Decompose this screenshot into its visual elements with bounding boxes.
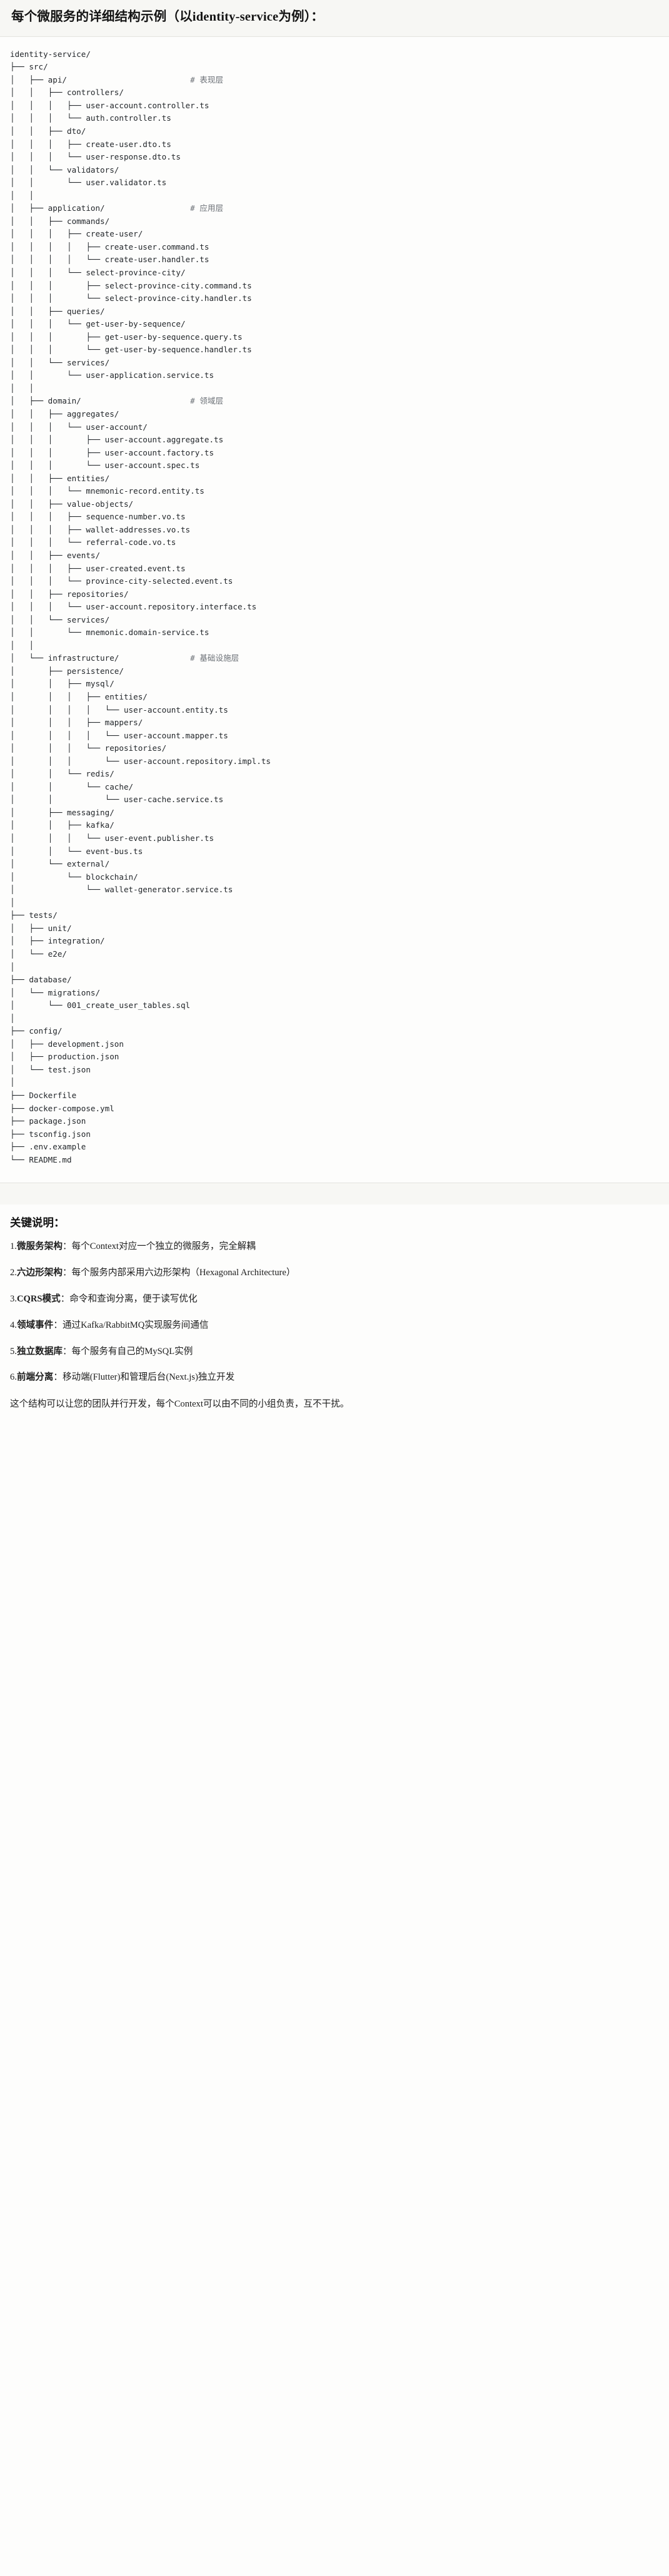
key-point-separator: ：: [53, 1372, 63, 1383]
key-point-item: 1.微服务架构：每个Context对应一个独立的微服务，完全解耦: [10, 1240, 659, 1254]
key-point-number: 6.: [10, 1372, 17, 1383]
page-title: 每个微服务的详细结构示例（以identity-service为例）：: [11, 10, 324, 24]
key-point-separator: ：: [60, 1293, 70, 1304]
key-point-term: 领域事件: [16, 1320, 54, 1330]
key-point-term: 六边形架构: [16, 1267, 63, 1278]
key-point-description: 移动端(Flutter)和管理后台(Next.js)独立开发: [62, 1372, 235, 1383]
closing-paragraph: 这个结构可以让您的团队并行开发，每个Context可以由不同的小组负责，互不干扰…: [10, 1399, 350, 1410]
key-point-separator: ：: [62, 1267, 72, 1278]
key-point-term: 独立数据库: [16, 1346, 63, 1357]
divider-band: [0, 1183, 669, 1205]
directory-tree-text: identity-service/ ├── src/ │ ├── api/ # …: [10, 49, 271, 1164]
key-point-description: 每个Context对应一个独立的微服务，完全解耦: [71, 1241, 256, 1251]
tree-layer-comment: # 领域层: [190, 396, 224, 406]
key-point-number: 2.: [10, 1267, 17, 1278]
key-point-separator: ：: [62, 1241, 72, 1251]
directory-tree: identity-service/ ├── src/ │ ├── api/ # …: [10, 48, 659, 1167]
key-point-item: 2.六边形架构：每个服务内部采用六边形架构（Hexagonal Architec…: [10, 1266, 659, 1280]
tree-layer-comment: # 基础设施层: [190, 653, 239, 663]
key-point-number: 4.: [10, 1320, 17, 1330]
key-point-term: CQRS模式: [16, 1293, 61, 1304]
key-point-item: 3.CQRS模式：命令和查询分离，便于读写优化: [10, 1293, 659, 1306]
tree-layer-comment: # 应用层: [190, 203, 224, 213]
key-point-description: 命令和查询分离，便于读写优化: [69, 1293, 198, 1304]
key-point-number: 5.: [10, 1346, 17, 1357]
directory-tree-block: identity-service/ ├── src/ │ ├── api/ # …: [0, 36, 669, 1177]
key-point-item: 4.领域事件：通过Kafka/RabbitMQ实现服务间通信: [10, 1319, 659, 1333]
key-point-item: 5.独立数据库：每个服务有自己的MySQL实例: [10, 1345, 659, 1359]
key-point-description: 通过Kafka/RabbitMQ实现服务间通信: [62, 1320, 209, 1330]
key-point-term: 前端分离: [16, 1372, 54, 1383]
key-point-separator: ：: [62, 1346, 72, 1357]
tree-layer-comment: # 表现层: [190, 74, 224, 84]
key-point-item: 6.前端分离：移动端(Flutter)和管理后台(Next.js)独立开发: [10, 1371, 659, 1385]
key-point-number: 1.: [10, 1241, 17, 1251]
key-point-term: 微服务架构: [16, 1241, 63, 1251]
key-point-description: 每个服务有自己的MySQL实例: [71, 1346, 193, 1357]
document-page: 每个微服务的详细结构示例（以identity-service为例）： ident…: [0, 0, 669, 1425]
header-band: 每个微服务的详细结构示例（以identity-service为例）：: [0, 0, 669, 37]
key-point-description: 每个服务内部采用六边形架构（Hexagonal Architecture）: [71, 1267, 296, 1278]
key-point-separator: ：: [53, 1320, 63, 1330]
key-points-title: 关键说明：: [10, 1216, 65, 1229]
key-point-number: 3.: [10, 1293, 17, 1304]
